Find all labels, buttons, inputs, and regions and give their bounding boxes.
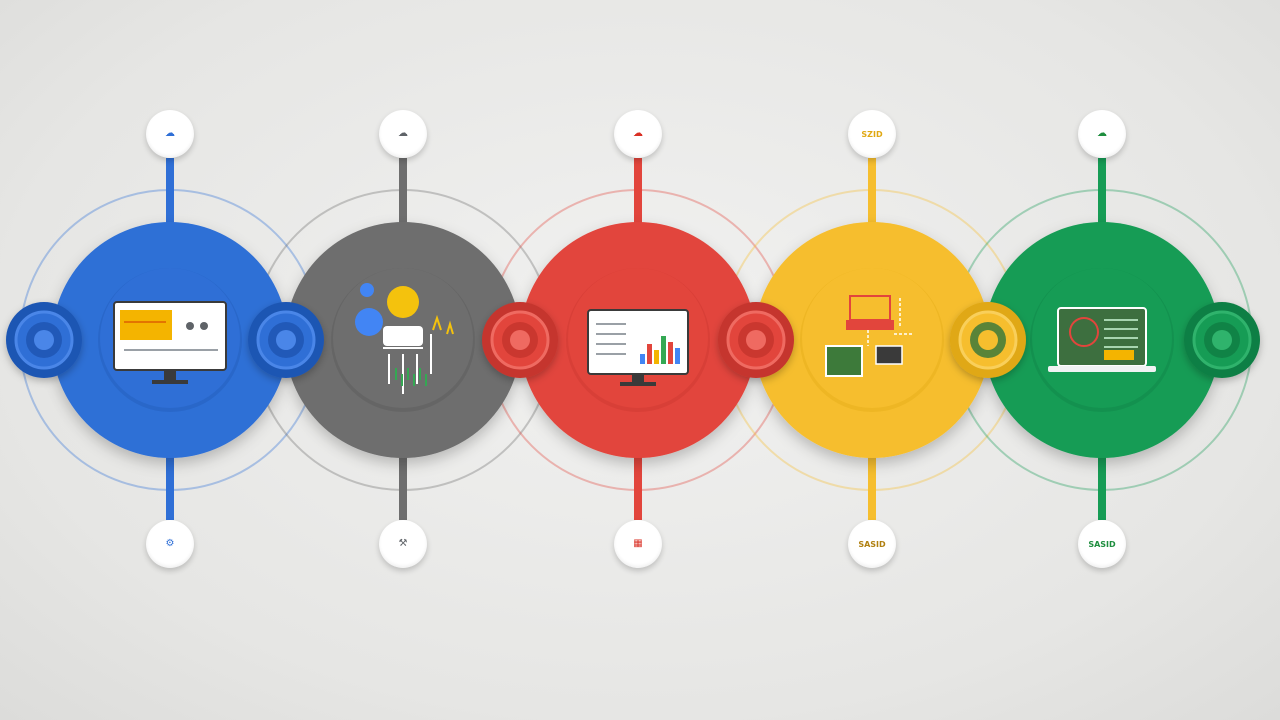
monitor-stand: [632, 374, 644, 382]
icon-dot: [200, 322, 208, 330]
yellow-top-badge[interactable]: SZID: [848, 110, 896, 158]
badge-label: SASID: [1088, 539, 1116, 549]
chart-bar: [661, 336, 666, 364]
monitor-stand: [164, 370, 176, 380]
green-bottom-badge[interactable]: SASID: [1078, 520, 1126, 568]
data-tick: [395, 368, 397, 380]
chart-bar: [647, 344, 652, 364]
cloud-icon: ☁: [1097, 128, 1107, 139]
red-top-badge[interactable]: ☁: [614, 110, 662, 158]
panel: [875, 345, 903, 365]
knob-dot: [276, 330, 296, 350]
gray-bottom-badge[interactable]: ⚒: [379, 520, 427, 568]
blue-bottom-badge[interactable]: ⚙: [146, 520, 194, 568]
data-tick: [413, 374, 415, 386]
badge-label: SASID: [858, 539, 886, 549]
red-bottom-badge[interactable]: ▦: [614, 520, 662, 568]
data-tick: [425, 374, 427, 386]
monitor-document-icon: [113, 301, 227, 384]
data-tick: [401, 374, 403, 386]
badge-label: SZID: [861, 129, 883, 139]
blue-top-badge[interactable]: ☁: [146, 110, 194, 158]
yellow-bottom-badge[interactable]: SASID: [848, 520, 896, 568]
panel: [825, 345, 863, 377]
chart-icon: ▦: [633, 538, 643, 549]
idea-bubble: [387, 286, 419, 318]
blueprint-workflow-icon: [825, 295, 912, 377]
chart-bar: [675, 348, 680, 364]
gear-icon: ⚙: [165, 538, 175, 549]
monitor-base: [152, 380, 188, 384]
cloud-icon: ☁: [165, 128, 175, 139]
document-panel: [120, 310, 172, 340]
knob-dot: [1212, 330, 1232, 350]
flow-lines: [867, 298, 912, 346]
icon-dot: [186, 322, 194, 330]
data-tick: [419, 368, 421, 380]
knob-dot: [510, 330, 530, 350]
laptop-dashboard-icon: [1048, 307, 1156, 372]
data-tick: [407, 368, 409, 380]
tools-icon: ⚒: [398, 538, 408, 549]
status-bar: [1104, 350, 1134, 360]
cloud-icon: ☁: [633, 128, 643, 139]
knob-dot: [746, 330, 766, 350]
monitor-base: [620, 382, 656, 386]
chart-bar: [640, 354, 645, 364]
inner-face: [802, 268, 942, 408]
idea-bubble: [355, 308, 383, 336]
chart-bar: [654, 350, 659, 364]
gray-top-badge[interactable]: ☁: [379, 110, 427, 158]
monitor-bar-chart-icon: [587, 309, 689, 386]
device: [383, 326, 423, 346]
green-top-badge[interactable]: ☁: [1078, 110, 1126, 158]
laptop-base: [1048, 366, 1156, 372]
knob-dot: [34, 330, 54, 350]
spark: [432, 314, 454, 335]
chart-bar: [668, 342, 673, 364]
knob-dot: [978, 330, 998, 350]
gauge: [1069, 317, 1099, 347]
ideas-network-icon: [355, 283, 454, 394]
idea-bubble: [360, 283, 374, 297]
cloud-icon: ☁: [398, 128, 408, 139]
blueprint-bar: [846, 320, 894, 330]
